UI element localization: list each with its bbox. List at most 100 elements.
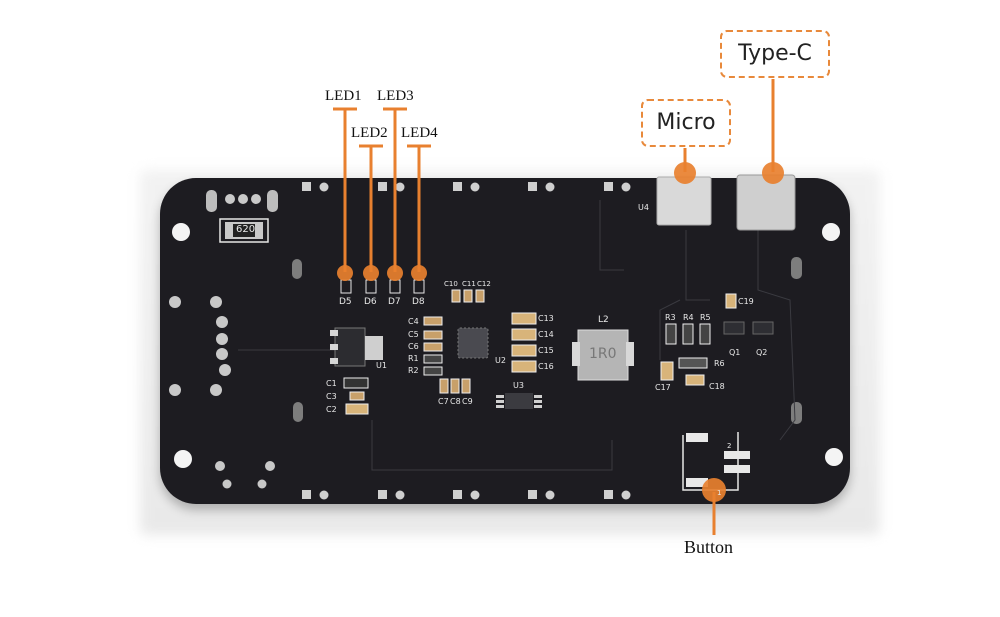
c4-label: C4	[408, 317, 419, 326]
slot-hole	[292, 259, 302, 279]
q1-label: Q1	[729, 348, 741, 357]
c14-label: C14	[538, 330, 554, 339]
u2-chip	[457, 327, 489, 359]
pcb-board	[160, 178, 850, 504]
led2-callout-label: LED2	[351, 125, 388, 141]
r5-label: R5	[700, 313, 711, 322]
bottom-pads	[302, 490, 631, 500]
cap-c19	[725, 293, 737, 309]
transistor-q2	[752, 321, 774, 335]
u3-pins	[496, 395, 542, 408]
l2-pad	[626, 342, 634, 366]
switch-pin2-label: 2	[727, 442, 732, 450]
inductor-value: 1R0	[589, 346, 617, 362]
c9-label: C9	[462, 397, 473, 406]
c1-label: C1	[326, 379, 337, 388]
l2-pad	[572, 342, 580, 366]
typec-callout-label: Type-C	[720, 30, 830, 78]
micro-dot	[674, 162, 696, 184]
button-callout-label: Button	[684, 537, 734, 557]
led1-callout-label: LED1	[325, 88, 362, 104]
c18-label: C18	[709, 382, 725, 391]
led1-dot	[337, 265, 353, 281]
r3-label: R3	[665, 313, 676, 322]
c12-label: C12	[477, 280, 491, 288]
r6-label: R6	[714, 359, 725, 368]
led3-callout-label: LED3	[377, 88, 414, 104]
mounting-hole	[174, 450, 192, 468]
q2-label: Q2	[756, 348, 768, 357]
slot-hole	[791, 257, 802, 279]
top-left-header	[206, 190, 278, 212]
caps-c7-c9	[439, 378, 471, 394]
u3-label: U3	[513, 381, 524, 390]
led-pads	[340, 279, 425, 294]
led4-dot	[411, 265, 427, 281]
c5-label: C5	[408, 330, 419, 339]
top-pads	[302, 182, 631, 192]
callout-dots	[337, 162, 784, 502]
cap-c2	[345, 403, 369, 415]
c11-label: C11	[462, 280, 476, 288]
mounting-hole	[172, 223, 190, 241]
c16-label: C16	[538, 362, 554, 371]
c8-label: C8	[450, 397, 461, 406]
r2-label: R2	[408, 366, 419, 375]
resistor-outline	[219, 218, 269, 243]
type-c-connector	[736, 174, 796, 231]
c17-label: C17	[655, 383, 671, 392]
micro-usb-connector	[656, 176, 712, 226]
resistor-r6	[678, 357, 708, 369]
button-dot	[702, 478, 726, 502]
u4-label: U4	[638, 203, 649, 212]
u1-regulator	[334, 327, 366, 367]
caps-c10-c12	[451, 289, 485, 303]
micro-callout-label: Micro	[641, 99, 731, 147]
caps-c4-r2	[423, 316, 443, 376]
cap-c17	[660, 361, 674, 381]
u3-chip	[505, 393, 533, 409]
led2-dot	[363, 265, 379, 281]
led4-callout-label: LED4	[401, 125, 438, 141]
d6-label: D6	[364, 297, 377, 307]
caps-c13-c16	[511, 312, 537, 373]
u1-pins	[330, 330, 338, 364]
c10-label: C10	[444, 280, 458, 288]
d7-label: D7	[388, 297, 401, 307]
slot-hole	[791, 402, 802, 424]
u2-label: U2	[495, 356, 506, 365]
c19-label: C19	[738, 297, 754, 306]
led2-leader	[359, 144, 383, 272]
resistor-marking-bg	[233, 224, 255, 237]
mounting-hole	[822, 223, 840, 241]
d5-label: D5	[339, 297, 352, 307]
c2-label: C2	[326, 405, 337, 414]
u1-tab	[365, 336, 383, 360]
c3-label: C3	[326, 392, 337, 401]
d8-label: D8	[412, 297, 425, 307]
cap-c3	[349, 391, 365, 401]
cap-c18	[685, 374, 705, 386]
r1-label: R1	[408, 354, 419, 363]
resistor-620-label: 620	[236, 224, 256, 235]
slot-hole	[293, 402, 303, 422]
callout-leaders	[333, 79, 775, 535]
transistor-q1	[723, 321, 745, 335]
c13-label: C13	[538, 314, 554, 323]
led1-leader	[333, 107, 357, 272]
c15-label: C15	[538, 346, 554, 355]
r4-label: R4	[683, 313, 694, 322]
l2-label: L2	[598, 315, 609, 325]
u1-label: U1	[376, 361, 387, 370]
left-side-holes	[169, 296, 275, 489]
led3-leader	[383, 107, 407, 272]
resistors-r3-r5	[665, 323, 711, 345]
mounting-hole	[825, 448, 843, 466]
l2-inductor	[577, 329, 629, 381]
switch-pin1-label: 1	[717, 489, 722, 497]
c7-label: C7	[438, 397, 449, 406]
pcb-traces	[238, 200, 796, 471]
c6-label: C6	[408, 342, 419, 351]
